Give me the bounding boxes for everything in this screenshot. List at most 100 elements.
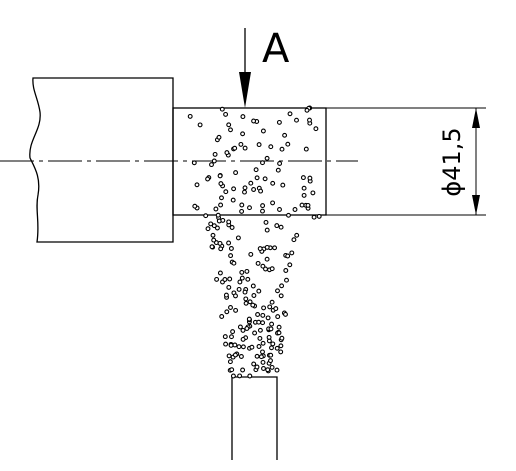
particle-dot	[265, 367, 271, 373]
particle-dot	[223, 341, 229, 347]
particle-dot	[248, 251, 254, 257]
particle-dot	[292, 207, 298, 212]
particle-dot	[275, 314, 281, 320]
particle-stream	[187, 105, 322, 379]
particle-dot	[226, 219, 232, 225]
particle-dot	[248, 180, 254, 186]
particle-dot	[230, 197, 236, 203]
particle-dot	[294, 117, 299, 123]
particle-dot	[285, 141, 291, 147]
nozzle-outline	[231, 376, 278, 460]
particle-dot	[285, 253, 291, 259]
particle-dot	[240, 344, 246, 350]
particle-dot	[231, 260, 237, 266]
particle-dot	[251, 293, 257, 298]
particle-dot	[256, 319, 262, 325]
particle-dot	[237, 324, 243, 330]
particle-dot	[260, 349, 265, 355]
particle-dot	[229, 225, 235, 230]
particle-dot	[219, 314, 225, 319]
particle-dot	[251, 187, 257, 192]
particle-dot	[227, 276, 233, 282]
particle-dot	[233, 170, 239, 176]
particle-dot	[245, 276, 251, 282]
dimension-arrow-bottom	[472, 195, 480, 215]
particle-dot	[239, 202, 245, 208]
particle-dot	[269, 345, 274, 351]
particle-dot	[269, 299, 275, 305]
particle-dot	[230, 329, 236, 335]
particle-dot	[257, 327, 263, 333]
particle-dot	[260, 203, 266, 209]
particle-dot	[218, 181, 224, 187]
particle-dot	[268, 352, 274, 358]
particle-dot	[316, 213, 322, 219]
particle-dot	[236, 344, 242, 350]
particle-dot	[238, 354, 244, 359]
particle-dot	[279, 335, 285, 341]
particle-dot	[307, 117, 312, 123]
particle-dot	[272, 245, 278, 251]
particle-dot	[239, 275, 245, 281]
particle-dot	[229, 334, 234, 340]
particle-dot	[219, 106, 225, 112]
particle-dot	[307, 175, 313, 181]
particle-dot	[214, 276, 220, 282]
particle-dot	[242, 185, 248, 191]
particle-dot	[237, 279, 243, 285]
particle-dot	[273, 306, 279, 312]
particle-dot	[252, 330, 258, 336]
particle-dot	[260, 160, 265, 166]
particle-dot	[274, 223, 280, 229]
particle-dot	[275, 288, 280, 294]
particle-dot	[261, 305, 267, 311]
particle-dot	[243, 296, 249, 302]
particle-dot	[301, 192, 307, 198]
particle-dot	[270, 341, 276, 347]
particle-dot	[278, 343, 284, 349]
particle-dot	[270, 200, 276, 206]
particle-dot	[228, 253, 234, 259]
particle-dot	[254, 353, 260, 359]
particle-dot	[261, 366, 266, 371]
particle-dot	[313, 126, 319, 132]
particle-dot	[228, 342, 234, 348]
particle-dot	[260, 320, 266, 326]
particle-dot	[269, 364, 275, 370]
particle-dot	[251, 361, 257, 367]
left-shaft-outline	[29, 77, 174, 243]
particle-dot	[223, 111, 229, 117]
particle-dot	[274, 345, 280, 351]
particle-dot	[255, 312, 261, 317]
particle-dot	[260, 340, 266, 346]
particle-dot	[222, 334, 228, 340]
particle-dot	[213, 206, 219, 212]
particle-dot	[238, 141, 244, 147]
particle-dot	[223, 189, 229, 195]
particle-dot	[209, 244, 215, 250]
particle-dot	[300, 175, 306, 181]
particle-dot	[260, 263, 266, 269]
particle-dot	[233, 307, 239, 313]
particle-dot	[277, 207, 282, 212]
particle-dot	[275, 167, 281, 173]
particle-dot	[211, 223, 217, 229]
particle-dot	[279, 146, 285, 152]
particle-dot	[226, 240, 232, 246]
particle-dot	[258, 354, 264, 360]
particle-dot	[215, 212, 221, 218]
particle-dot	[249, 344, 255, 350]
particle-dot	[219, 195, 224, 201]
particle-dot	[210, 232, 216, 238]
particle-dot	[283, 311, 288, 317]
particle-dot	[250, 283, 256, 289]
particle-dot	[246, 316, 252, 322]
particle-dot	[254, 364, 260, 370]
particle-dot	[301, 185, 307, 191]
particle-dot	[289, 250, 295, 256]
particle-dot	[235, 235, 241, 241]
particle-dot	[224, 150, 230, 156]
particle-dot	[304, 107, 310, 113]
particle-dot	[208, 221, 214, 227]
